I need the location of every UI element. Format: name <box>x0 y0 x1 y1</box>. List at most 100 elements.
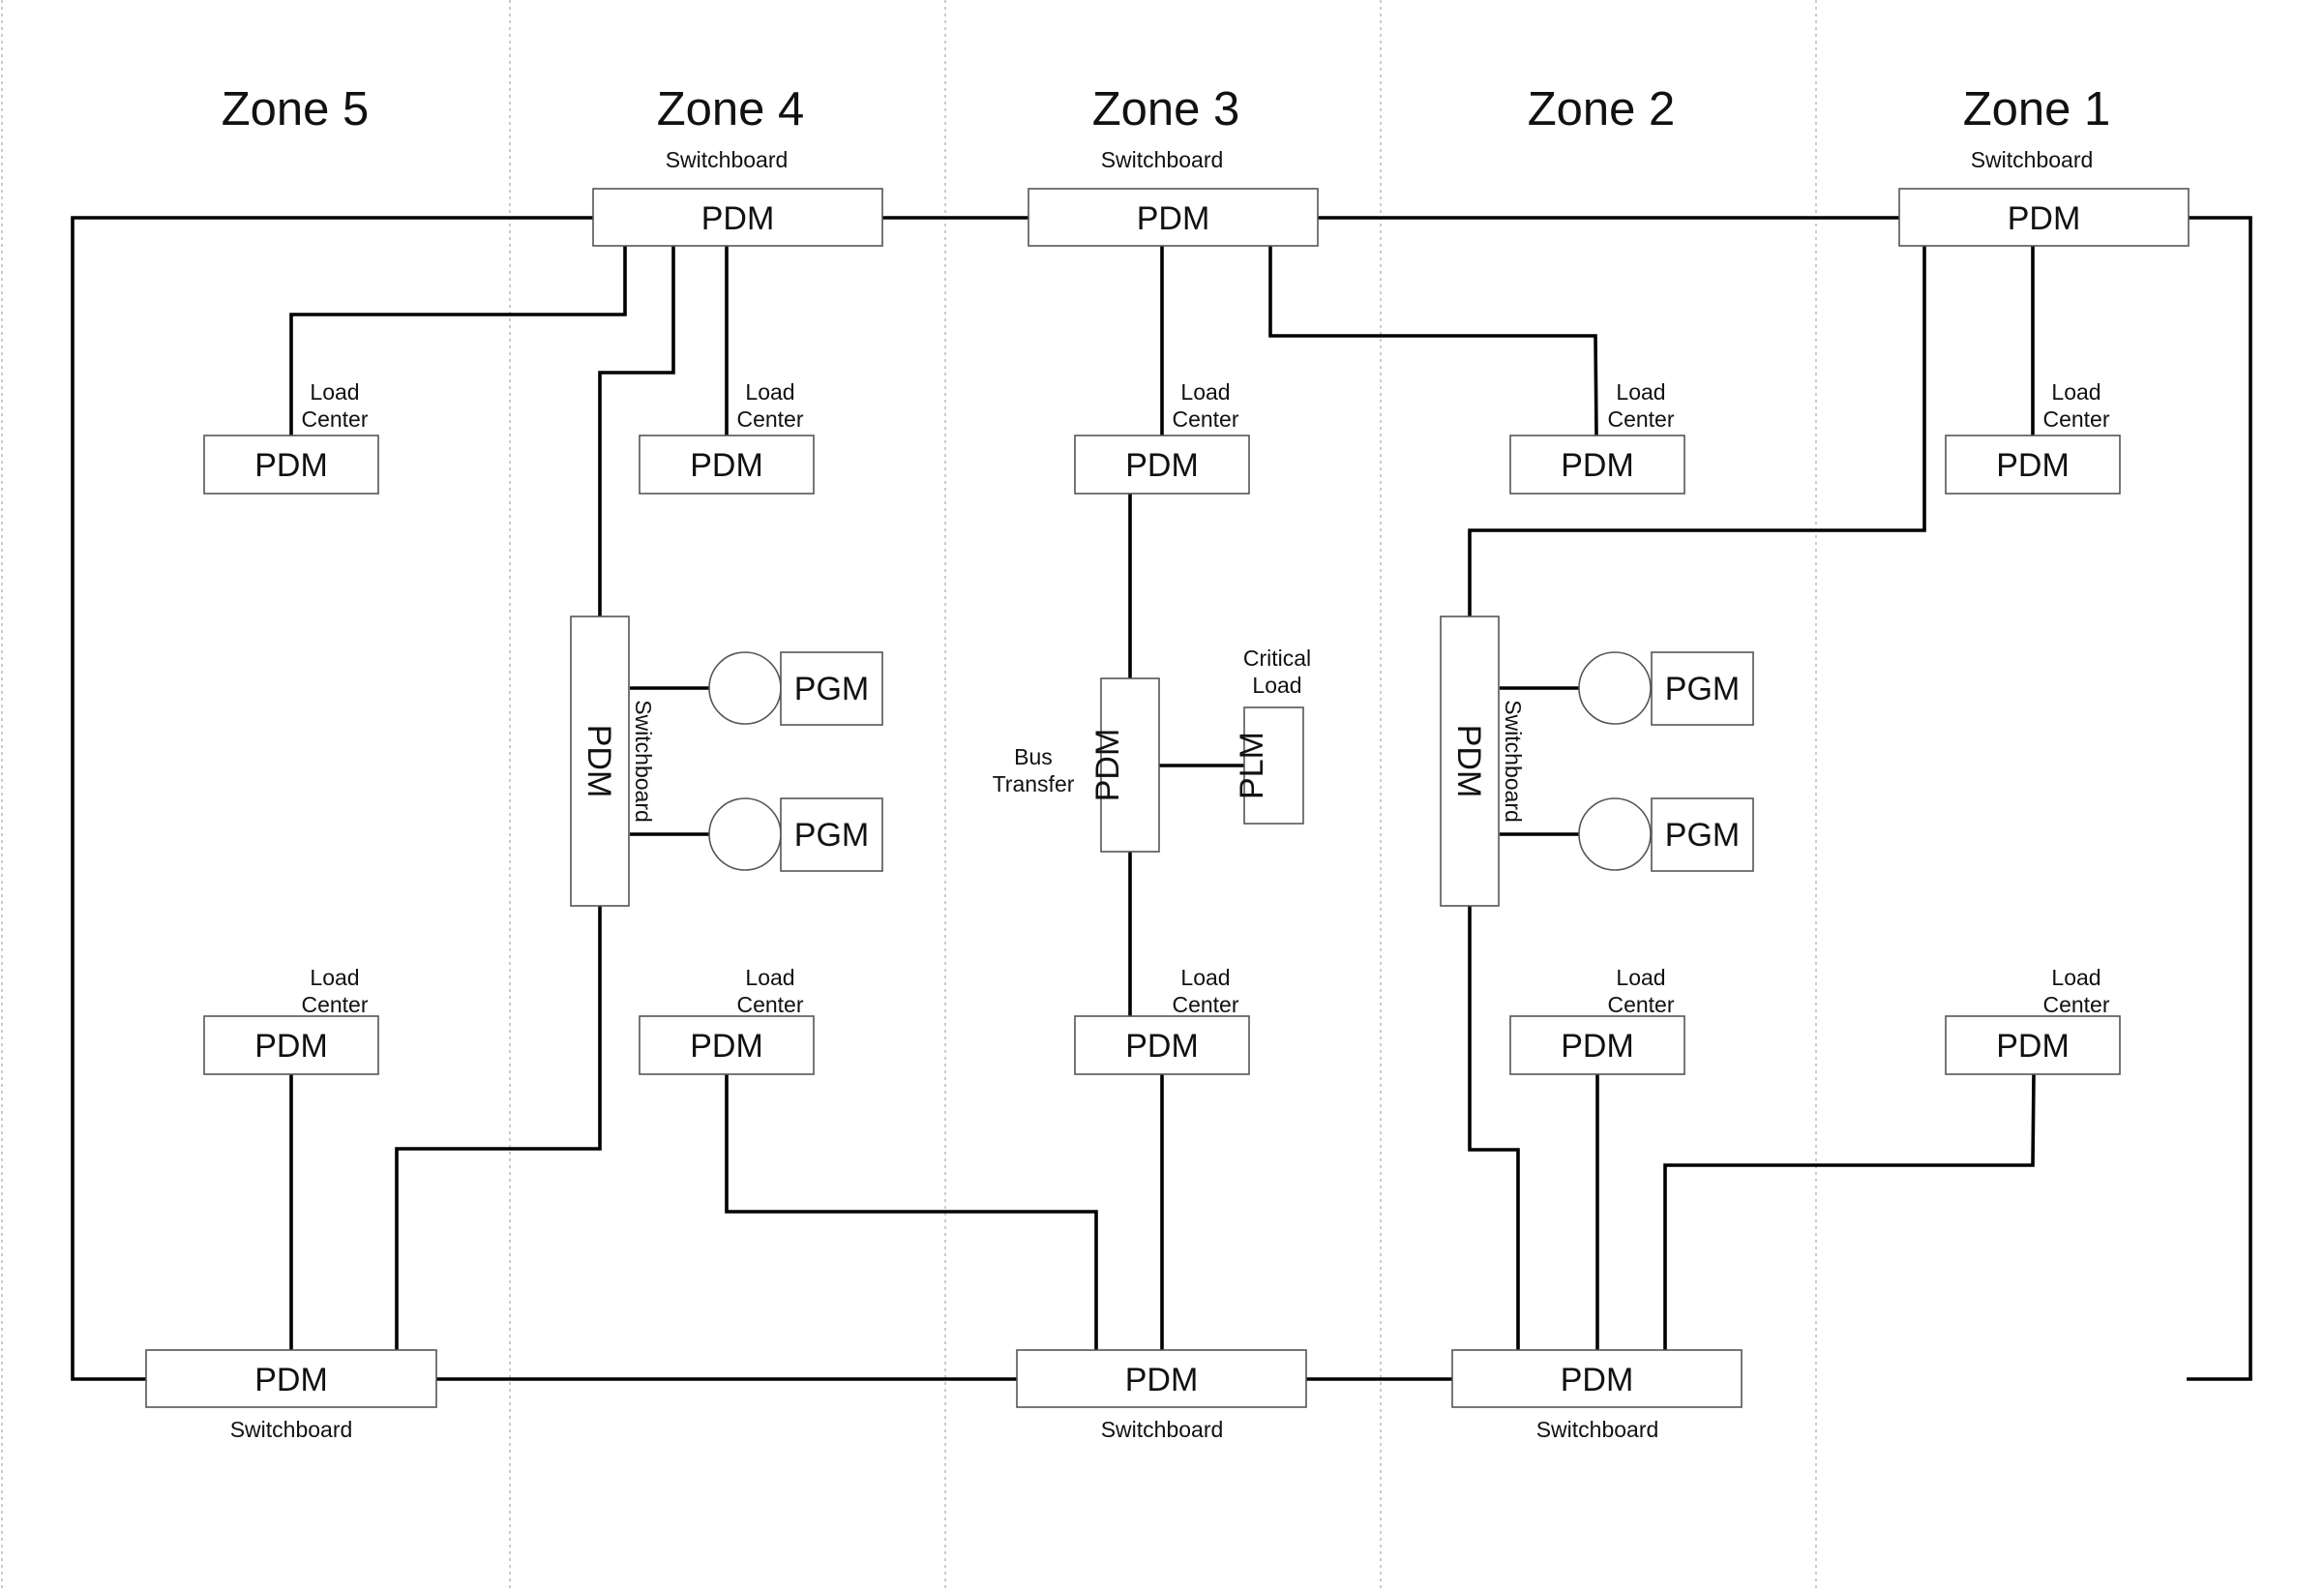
pdm-box <box>639 1015 815 1075</box>
pgm-label: PGM <box>794 671 869 707</box>
top-bus-wire <box>71 216 593 1381</box>
critical-load-zone3: PLM Critical Load <box>1234 646 1311 825</box>
pdm-box <box>145 1349 437 1408</box>
zone-title: Zone 2 <box>1528 83 1676 135</box>
load-label: Load <box>1180 379 1230 405</box>
zone-title: Zone 4 <box>657 83 805 135</box>
center-label: Center <box>1607 406 1674 432</box>
feeder-wire <box>289 246 627 436</box>
load-center-zone4-lower: PDM Load Center <box>639 965 815 1075</box>
feeder-wire <box>1468 246 1926 616</box>
pdm-box <box>1016 1349 1307 1408</box>
pdm-box <box>639 435 815 495</box>
pdm-label: PDM <box>1996 447 2070 484</box>
plm-box <box>1243 706 1304 825</box>
switchboard-label: Switchboard <box>1101 147 1224 172</box>
pdm-label: PDM <box>1561 1028 1634 1065</box>
feeder-wire <box>725 1074 1098 1350</box>
pgm-label: PGM <box>794 817 869 854</box>
generator-zone2-upper: PGM <box>1578 651 1754 726</box>
pdm-label: PDM <box>690 1028 763 1065</box>
pdm-box <box>203 435 379 495</box>
pdm-label: PDM <box>1125 1362 1199 1398</box>
pdm-label: PDM <box>1450 725 1487 798</box>
center-label: Center <box>1172 406 1238 432</box>
pdm-label: PDM <box>2008 200 2081 237</box>
pdm-label: PDM <box>254 1362 328 1398</box>
pdm-box <box>1100 677 1160 853</box>
load-label: Load <box>1616 379 1665 405</box>
pdm-label: PDM <box>701 200 775 237</box>
pdm-box <box>1028 188 1319 247</box>
center-label: Center <box>1172 992 1238 1017</box>
load-label: Load <box>2051 379 2101 405</box>
feeder-wire <box>598 246 675 616</box>
zone-title: Zone 5 <box>222 83 370 135</box>
bus-label: Bus <box>1014 744 1053 769</box>
load-center-zone2-upper: PDM Load Center <box>1509 379 1685 495</box>
pdm-label: PDM <box>1125 447 1199 484</box>
load-center-zone5-lower: PDM Load Center <box>203 965 379 1075</box>
pdm-box <box>1074 1015 1250 1075</box>
pdm-label: PDM <box>1089 729 1126 802</box>
generator-zone4-lower: PGM <box>708 797 883 872</box>
bus-transfer-zone3: PDM Bus Transfer <box>993 677 1160 853</box>
center-label: Center <box>2042 406 2109 432</box>
critical-label: Critical <box>1243 646 1311 671</box>
load-label: Load <box>1180 965 1230 990</box>
load-label: Load <box>1616 965 1665 990</box>
switchboard-zone2-bottom: PDM Switchboard <box>1451 1349 1743 1442</box>
switchboard-zone1-top: PDM Switchboard <box>1898 147 2190 247</box>
pgm-label: PGM <box>1665 817 1740 854</box>
center-label: Center <box>1607 992 1674 1017</box>
pdm-label: PDM <box>254 447 328 484</box>
pdm-label: PDM <box>581 725 617 798</box>
feeder-wire <box>1468 906 1520 1350</box>
load-center-zone3-upper: PDM Load Center <box>1074 379 1250 495</box>
pdm-label: PDM <box>1561 1362 1634 1398</box>
center-label: Center <box>301 992 368 1017</box>
pdm-box <box>203 1015 379 1075</box>
pdm-label: PDM <box>254 1028 328 1065</box>
switchboard-zone5-bottom: PDM Switchboard <box>145 1349 437 1442</box>
switchboard-label: Switchboard <box>230 1417 353 1442</box>
generator-circle <box>708 797 782 871</box>
pdm-box <box>1898 188 2190 247</box>
load-label: Load <box>1252 673 1301 698</box>
switchboard-zone4-top: PDM Switchboard <box>592 147 883 247</box>
pdm-box <box>1945 435 2121 495</box>
wiring <box>71 216 2252 1381</box>
pdm-label: PDM <box>690 447 763 484</box>
center-label: Center <box>736 406 803 432</box>
pdm-box <box>570 616 630 907</box>
load-center-zone1-lower: PDM Load Center <box>1945 965 2121 1075</box>
pdm-label: PDM <box>1125 1028 1199 1065</box>
feeder-wire <box>395 906 602 1350</box>
load-center-zone3-lower: PDM Load Center <box>1074 965 1250 1075</box>
pgm-box <box>780 797 883 872</box>
generator-zone2-lower: PGM <box>1578 797 1754 872</box>
zone-titles: Zone 5 Zone 4 Zone 3 Zone 2 Zone 1 <box>222 83 2111 135</box>
generator-zone4-upper: PGM <box>708 651 883 726</box>
zone-title: Zone 3 <box>1092 83 1240 135</box>
load-center-zone4-upper: PDM Load Center <box>639 379 815 495</box>
load-center-zone5-upper: PDM Load Center <box>203 379 379 495</box>
pgm-box <box>1651 651 1754 726</box>
pgm-label: PGM <box>1665 671 1740 707</box>
generator-circle <box>1578 651 1652 725</box>
pgm-box <box>780 651 883 726</box>
top-bus-wire <box>2187 216 2252 1381</box>
switchboard-label: Switchboard <box>666 147 789 172</box>
pdm-box <box>1509 1015 1685 1075</box>
load-label: Load <box>310 379 359 405</box>
feeder-wire <box>1663 1073 2036 1350</box>
pdm-box <box>1945 1015 2121 1075</box>
pdm-label: PDM <box>1137 200 1210 237</box>
load-center-zone1-upper: PDM Load Center <box>1945 379 2121 495</box>
pdm-label: PDM <box>1996 1028 2070 1065</box>
switchboard-label: Switchboard <box>631 700 656 823</box>
switchboard-label: Switchboard <box>1971 147 2094 172</box>
switchboard-zone4-vertical: PDM Switchboard <box>570 616 656 907</box>
